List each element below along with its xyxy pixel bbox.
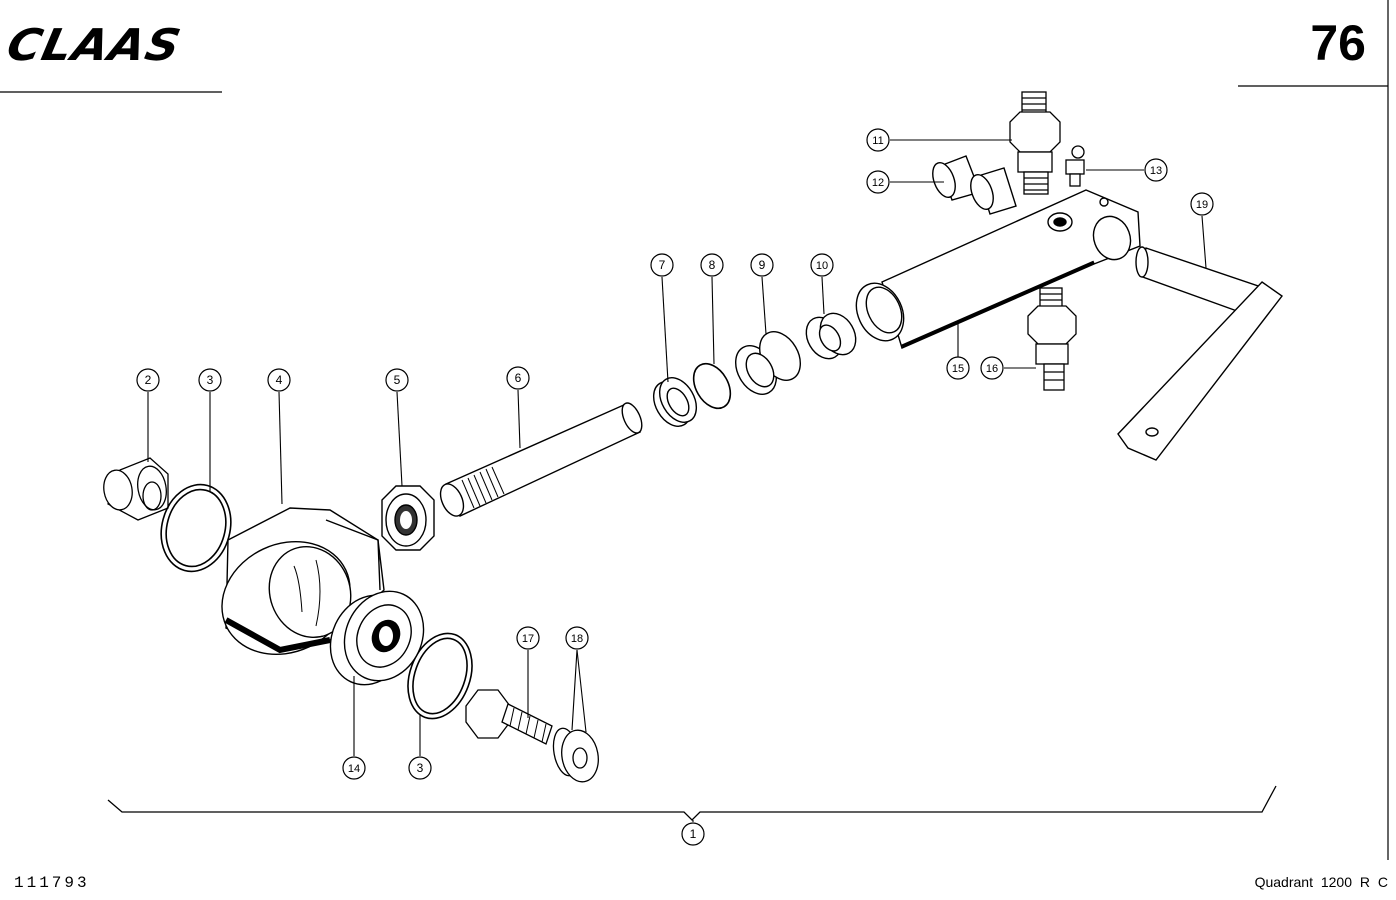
callout-10: 10 <box>810 253 834 277</box>
drawing-number: 111793 <box>14 874 90 892</box>
callout-3-lower: 3 <box>408 756 432 780</box>
callout-2-label: 2 <box>145 373 152 387</box>
part-washers-18 <box>552 727 599 783</box>
leader-lines <box>147 139 1207 822</box>
callout-3-upper: 3 <box>198 368 222 392</box>
part-fitting-16 <box>1027 287 1077 391</box>
callout-3-lower-label: 3 <box>417 761 424 775</box>
callout-8: 8 <box>700 253 724 277</box>
callout-7: 7 <box>650 253 674 277</box>
callout-5: 5 <box>385 368 409 392</box>
callout-11-label: 11 <box>872 135 883 147</box>
callout-7-label: 7 <box>659 258 666 272</box>
part-crank-19 <box>1117 246 1284 461</box>
assembly-bracket <box>107 785 1277 821</box>
part-bearing-14 <box>329 590 425 686</box>
callout-11: 11 <box>866 128 890 152</box>
callout-8-label: 8 <box>709 258 716 272</box>
callout-17: 17 <box>516 626 540 650</box>
callout-19-label: 19 <box>1196 199 1208 211</box>
part-fitting-11 <box>1009 91 1061 195</box>
part-ring-10 <box>805 312 857 360</box>
part-snap-ring-8 <box>692 362 732 410</box>
callout-19: 19 <box>1190 192 1214 216</box>
callout-6-label: 6 <box>515 371 522 385</box>
callout-12: 12 <box>866 170 890 194</box>
part-bolt-17 <box>465 689 553 745</box>
callout-4-label: 4 <box>276 373 283 387</box>
part-tube-15 <box>855 189 1141 349</box>
callout-3-upper-label: 3 <box>207 373 214 387</box>
callout-16: 16 <box>980 356 1004 380</box>
part-bushing-2 <box>103 457 169 521</box>
callout-12-label: 12 <box>872 177 884 189</box>
part-shaft-6 <box>439 402 643 517</box>
page-number: 76 <box>1310 15 1366 71</box>
callout-6: 6 <box>506 366 530 390</box>
part-circlip-3-lower <box>407 632 473 720</box>
callout-5-label: 5 <box>394 373 401 387</box>
callout-17-label: 17 <box>522 633 534 645</box>
callout-18: 18 <box>565 626 589 650</box>
part-sleeve-9 <box>735 331 801 395</box>
callout-18-label: 18 <box>571 633 583 645</box>
callout-13-label: 13 <box>1150 165 1162 177</box>
callout-16-label: 16 <box>986 363 998 375</box>
callout-13: 13 <box>1144 158 1168 182</box>
part-circlip-3-upper <box>160 483 232 573</box>
frame <box>0 0 1389 860</box>
callout-14: 14 <box>342 756 366 780</box>
callout-15: 15 <box>946 356 970 380</box>
callouts: 1 2 3 3 4 5 6 7 8 9 10 11 12 13 14 15 16… <box>136 128 1214 846</box>
callout-9-label: 9 <box>759 258 766 272</box>
callout-2: 2 <box>136 368 160 392</box>
callout-14-label: 14 <box>348 763 360 775</box>
part-seal-7 <box>652 377 698 427</box>
part-bushings-12 <box>932 155 1017 215</box>
part-nut-5 <box>381 485 435 551</box>
callout-15-label: 15 <box>952 363 964 375</box>
callout-4: 4 <box>267 368 291 392</box>
callout-1-label: 1 <box>690 827 697 841</box>
model-name: Quadrant 1200 R C <box>1254 874 1388 890</box>
part-grease-nipple-13 <box>1065 145 1085 187</box>
callout-9: 9 <box>750 253 774 277</box>
callout-1: 1 <box>681 822 705 846</box>
callout-10-label: 10 <box>816 260 828 272</box>
